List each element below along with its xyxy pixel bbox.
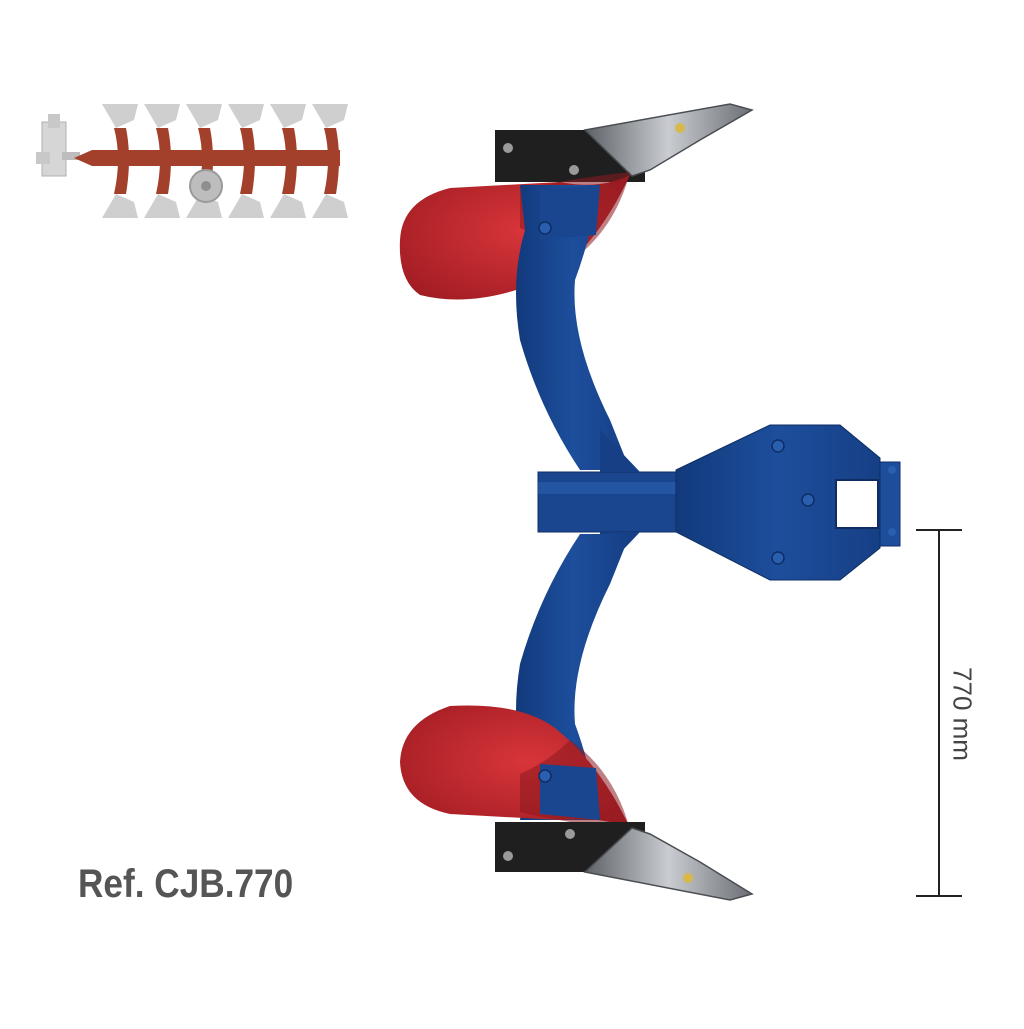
dimension-label: 770 mm — [947, 667, 978, 761]
lower-share-blade — [583, 827, 754, 901]
reference-label: Ref. CJB.770 — [78, 862, 294, 906]
share-bolt — [675, 123, 685, 133]
thumbnail-mount — [36, 114, 80, 177]
multi-furrow-plough-icon — [36, 104, 348, 218]
thumbnail-bodies — [102, 104, 348, 218]
upper-leg — [516, 185, 630, 470]
share-bolt — [683, 873, 693, 883]
plough-body-icon — [399, 103, 901, 901]
thumbnail-depth-wheel — [189, 169, 223, 203]
upper-share-blade — [583, 103, 754, 177]
mounting-bracket — [675, 424, 901, 581]
dimension-line-icon — [916, 529, 962, 897]
